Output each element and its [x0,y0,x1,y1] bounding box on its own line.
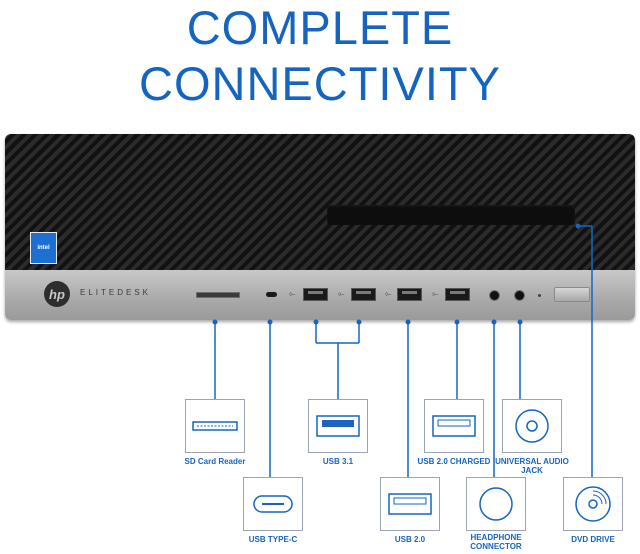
intel-badge-icon: intel [30,232,57,264]
headphone-jack-icon [466,477,526,531]
usb-symbol-icon: ⟜ [338,289,345,298]
hp-logo: hp [44,281,70,307]
usb-symbol-icon: ⟜ [289,289,296,298]
usb-3-port-2 [351,288,376,301]
dvd-drive-slot [327,205,575,225]
usb-2-charged-port [445,288,470,301]
usb-charged-port-icon [424,399,484,453]
intel-badge-text: intel [37,245,50,251]
port-label-audio: UNIVERSAL AUDIO JACK [495,457,569,475]
port-label-usb-charged: USB 2.0 CHARGED [417,457,491,466]
universal-audio-jack [514,290,525,301]
headline-line-2: CONNECTIVITY [139,57,501,110]
audio-jack-icon [502,399,562,453]
hp-logo-text: hp [49,286,65,302]
front-grille [5,134,635,270]
sd-card-slot-icon [185,399,245,453]
headline-line-1: COMPLETE [186,1,454,54]
usb-3-port-icon [308,399,368,453]
dvd-disc-icon [563,477,623,531]
power-led [538,294,541,297]
port-label-headphone: HEADPHONE CONNECTOR [470,533,522,551]
usb-c-port [266,292,277,297]
usb-symbol-icon: ⟜ [385,289,392,298]
model-name: ELITEDESK [80,288,152,297]
headphone-jack [489,290,500,301]
usb-c-port-icon [243,477,303,531]
port-label-dvd: DVD DRIVE [571,535,615,544]
sd-card-slot [196,292,240,298]
power-button [554,287,590,302]
port-label-sd: SD Card Reader [184,457,246,466]
port-label-usb2: USB 2.0 [394,535,426,544]
usb-2-port-icon [380,477,440,531]
desktop-pc-front [5,134,635,320]
usb-symbol-icon: ⟜ [432,289,439,298]
usb-2-port [397,288,422,301]
usb-3-port-1 [303,288,328,301]
port-label-usbc: USB TYPE-C [248,535,298,544]
port-label-usb3: USB 3.1 [322,457,354,466]
